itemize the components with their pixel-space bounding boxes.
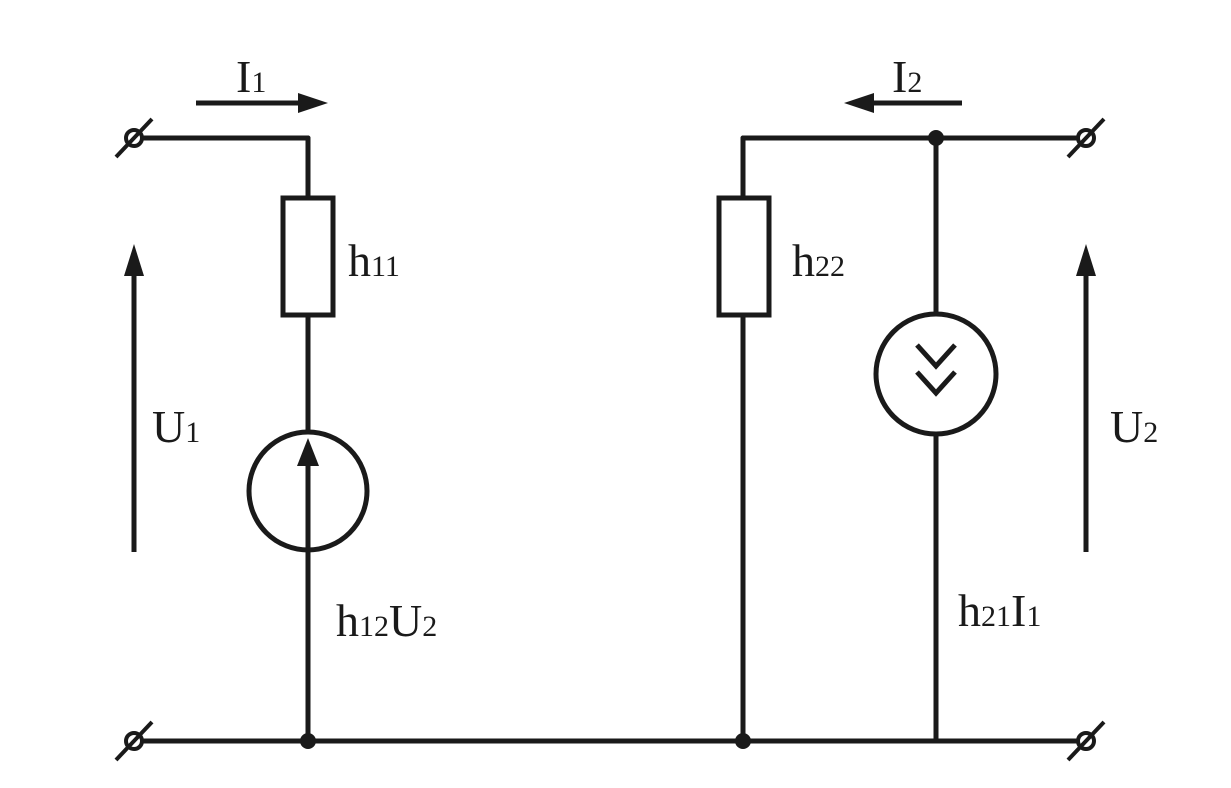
terminal-input-top (114, 117, 154, 159)
label-i2: I2 (892, 51, 922, 102)
junction-dot-top-right (928, 130, 944, 146)
label-u2: U2 (1110, 401, 1158, 452)
resistor-h11 (280, 195, 336, 318)
label-h22: h22 (792, 235, 845, 286)
arrow-i2-icon (844, 93, 962, 113)
terminal-output-bottom (1066, 720, 1106, 762)
resistor-h22 (716, 195, 772, 318)
junction-dot-bottom-middle (735, 733, 751, 749)
current-source-h21i1 (873, 311, 999, 437)
label-u1: U1 (152, 401, 200, 452)
label-h21i1: h21I1 (958, 585, 1041, 636)
terminal-input-bottom (114, 720, 154, 762)
terminal-output-top (1066, 117, 1106, 159)
label-h12u2: h12U2 (336, 595, 437, 646)
arrow-u2-icon (1076, 244, 1096, 552)
junction-dot-bottom-left (300, 733, 316, 749)
arrow-i1-icon (196, 93, 328, 113)
wires (131, 135, 1089, 744)
label-i1: I1 (236, 51, 266, 102)
arrow-u1-icon (124, 244, 144, 552)
voltage-source-h12u2 (246, 429, 370, 553)
current-source-double-chevron-icon (915, 343, 957, 397)
label-h11: h11 (348, 235, 400, 286)
voltage-source-arrow-icon (297, 438, 319, 466)
